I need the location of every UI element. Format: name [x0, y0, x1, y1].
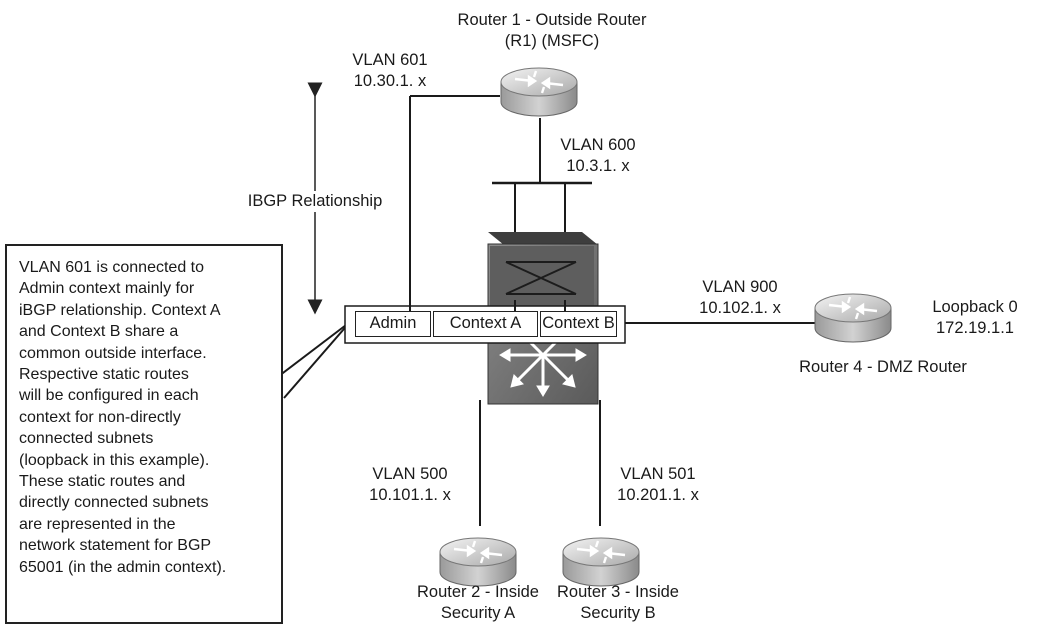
callout-line: Admin context mainly for	[19, 280, 195, 298]
callout-line: iBGP relationship. Context A	[19, 301, 221, 319]
callout-line: are represented in the	[19, 515, 176, 533]
callout-line: 65001 (in the admin context).	[19, 558, 227, 576]
router-1-label: Router 1 - Outside Router(R1) (MSFC)	[457, 11, 647, 50]
callout-line: VLAN 601 is connected to	[19, 259, 205, 276]
callout-line: directly connected subnets	[19, 494, 209, 512]
ibgp-label: IBGP Relationship	[222, 191, 408, 212]
router-1-icon	[499, 66, 579, 118]
callout-line: connected subnets	[19, 430, 154, 448]
callout-line: Respective static routes	[19, 366, 189, 384]
callout-note: VLAN 601 is connected to Admin context ma…	[5, 244, 283, 624]
callout-line: context for non-directly	[19, 408, 181, 426]
router-4-icon	[813, 292, 893, 344]
callout-line: will be configured in each	[19, 387, 199, 405]
context-admin: Admin	[355, 311, 431, 337]
router-3-icon	[561, 536, 641, 588]
context-b: Context B	[540, 311, 617, 337]
callout-line: common outside interface.	[19, 344, 207, 362]
callout-pointer-bottom	[283, 321, 351, 399]
callout-line: network statement for BGP	[19, 537, 212, 555]
router-2-icon	[438, 536, 518, 588]
context-a: Context A	[433, 311, 538, 337]
router-4-label: Router 4 - DMZ Router	[799, 358, 967, 376]
callout-line: and Context B share a	[19, 323, 179, 341]
callout-line: These static routes and	[19, 473, 186, 491]
callout-line: (loopback in this example).	[19, 451, 210, 469]
